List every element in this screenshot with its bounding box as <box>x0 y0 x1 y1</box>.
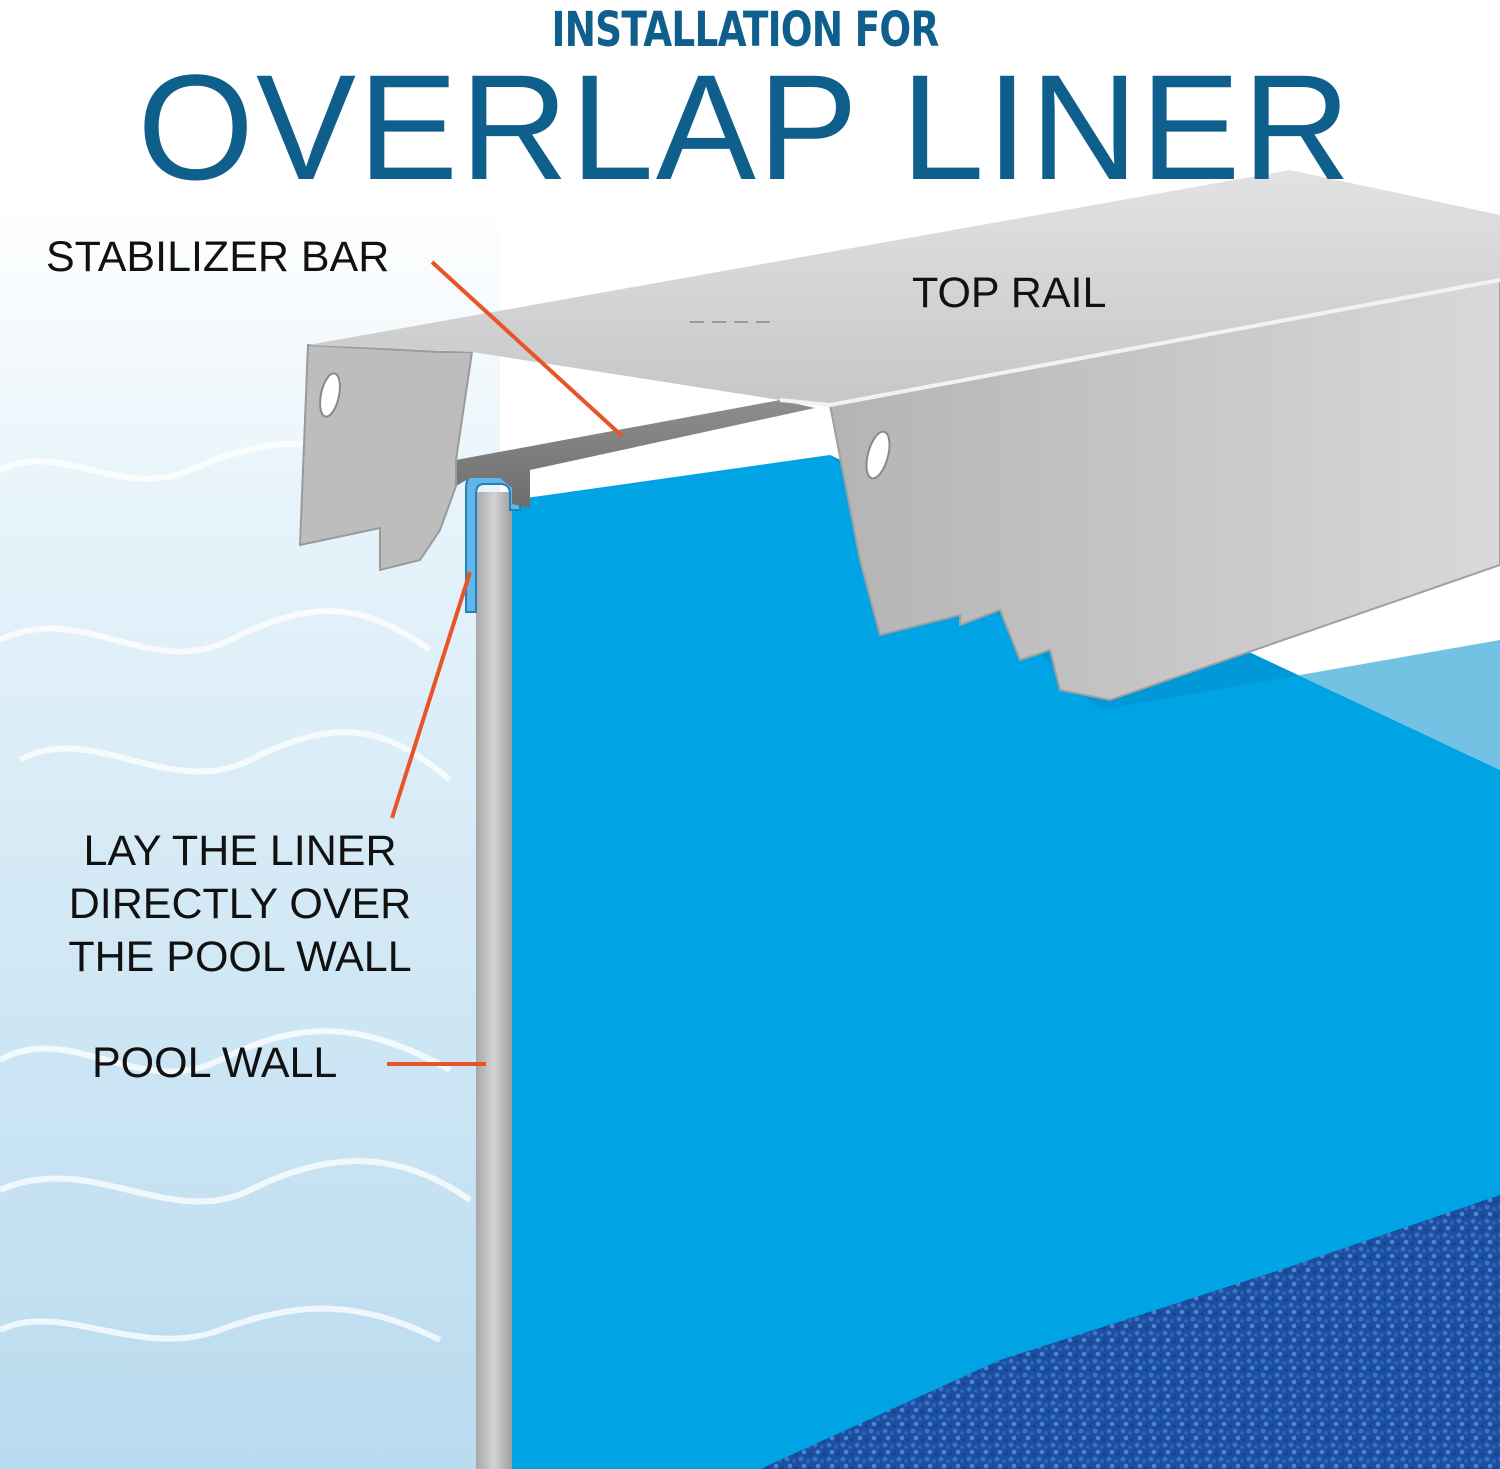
leader-lines <box>387 260 624 1066</box>
liner-floor <box>760 1195 1500 1469</box>
label-top-rail: TOP RAIL <box>912 269 1107 317</box>
stabilizer-bar-shape <box>456 400 815 508</box>
top-rail-top <box>308 170 1500 405</box>
pool-wall <box>476 492 512 1469</box>
water-ripples <box>0 440 472 1343</box>
label-stabilizer-bar: STABILIZER BAR <box>46 233 390 281</box>
title-small: INSTALLATION FOR <box>551 2 939 58</box>
leader-lay-liner <box>390 571 472 819</box>
title-big: OVERLAP LINER <box>137 43 1353 211</box>
label-pool-wall: POOL WALL <box>92 1039 338 1087</box>
top-rail-left-flange <box>298 343 474 572</box>
top-rail-front-flange <box>828 278 1500 702</box>
leader-stabilizer-bar <box>430 260 624 438</box>
liner-panel <box>512 455 1500 1469</box>
label-lay-liner: LAY THE LINER DIRECTLY OVER THE POOL WAL… <box>68 827 412 981</box>
